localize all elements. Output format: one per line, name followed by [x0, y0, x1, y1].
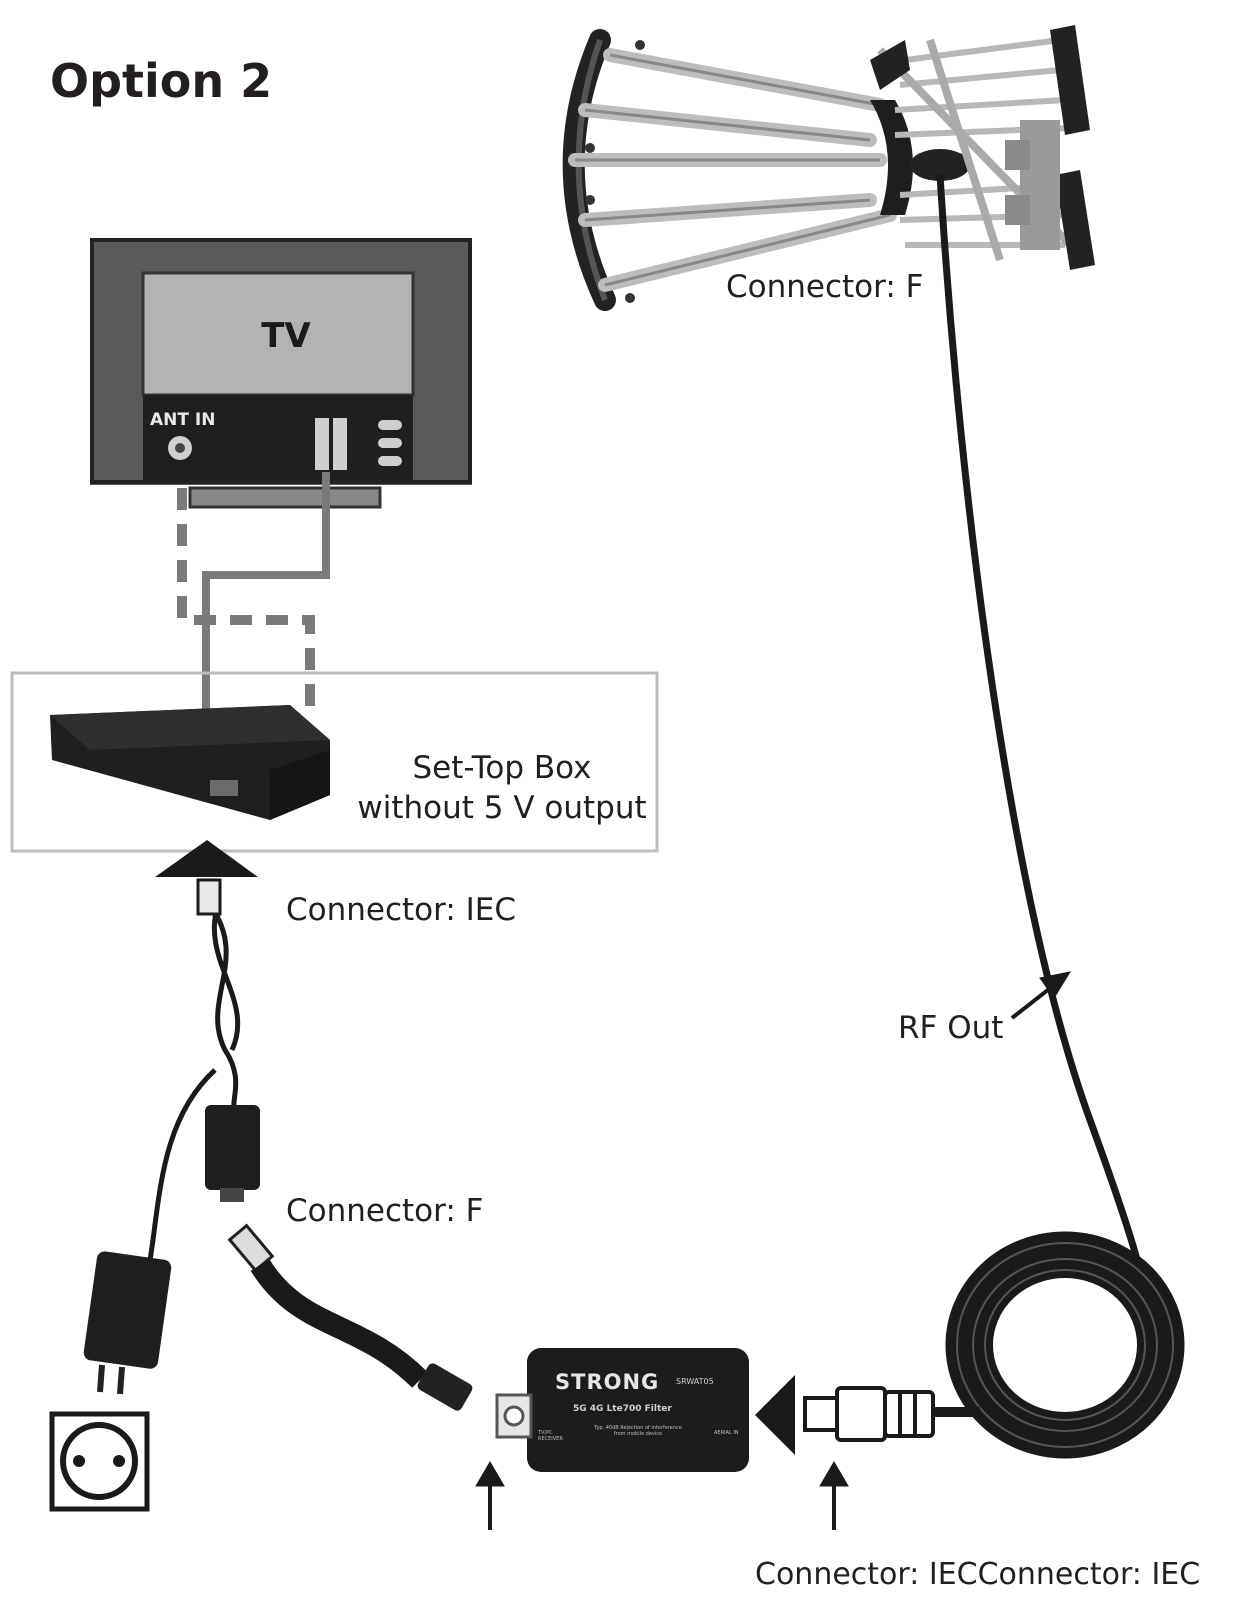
wall-socket-icon	[49, 1411, 150, 1512]
filter-model: SRWAT05	[676, 1377, 714, 1386]
set-top-box-icon	[50, 705, 330, 820]
set-top-box-label-line2: without 5 V output	[357, 790, 647, 826]
set-top-box-frame	[10, 671, 659, 853]
arrow-into-stb-icon	[155, 840, 258, 877]
stb-connector-label: Connector: IEC	[286, 892, 517, 928]
arrow-up-icon-2	[819, 1461, 849, 1530]
tv-icon	[90, 238, 472, 509]
scart-cable	[202, 472, 330, 720]
rf-cable	[936, 174, 1154, 1341]
filter-brand: STRONG	[555, 1370, 660, 1394]
filter-left-port: TV/PC RECEIVER	[538, 1430, 563, 1442]
page-title: Option 2	[50, 54, 273, 108]
arrow-up-icon	[475, 1461, 505, 1530]
rf-out-arrow-icon	[1010, 971, 1072, 1020]
antenna-icon	[562, 25, 1095, 311]
rf-out-label: RF Out	[898, 1010, 1004, 1046]
tv-label: TV	[261, 316, 311, 356]
adapter-connector-label: Connector: F	[286, 1193, 484, 1229]
ant-in-label: ANT IN	[150, 410, 216, 430]
arrow-into-filter-icon	[755, 1375, 795, 1455]
cable-coil-icon	[945, 1231, 1185, 1459]
f-cable-icon	[227, 1223, 473, 1411]
iec-plug-icon	[803, 1386, 935, 1442]
set-top-box-label-line1: Set-Top Box	[412, 750, 592, 786]
antenna-connector-label: Connector: F	[726, 269, 924, 305]
dashed-antenna-cable	[177, 488, 315, 720]
bottom-connectors-label: Connector: IECConnector: IEC	[755, 1557, 1201, 1592]
power-adapter-icon	[83, 878, 260, 1395]
filter-device	[495, 1348, 749, 1472]
filter-subtitle: 5G 4G Lte700 Filter	[573, 1404, 672, 1414]
filter-note: Typ. 40dB Rejection of interference from…	[594, 1425, 682, 1437]
filter-right-port: AERIAL IN	[714, 1430, 739, 1436]
set-top-box-label: Set-Top Box without 5 V output	[352, 748, 652, 828]
